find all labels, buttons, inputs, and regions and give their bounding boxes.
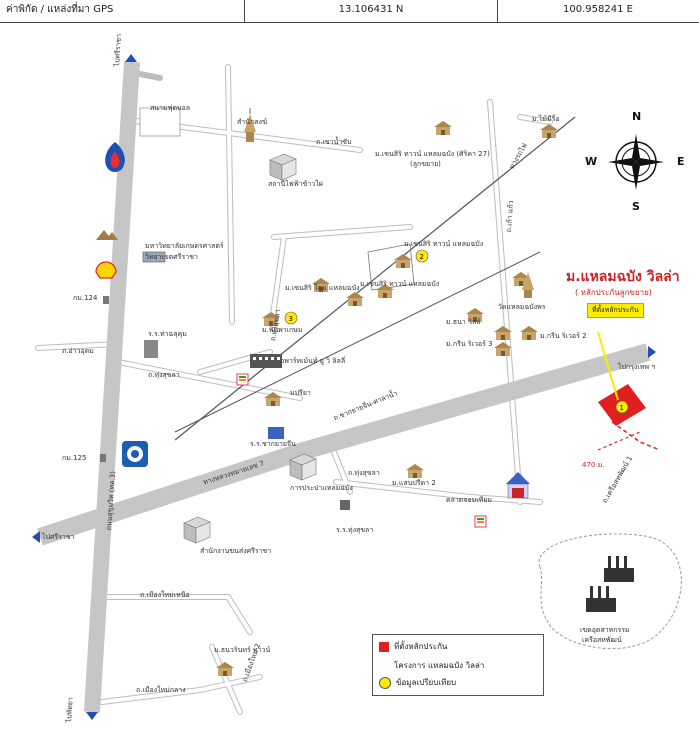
- road-to-sriracha: ไปศรีราชา: [112, 33, 124, 67]
- compass-icon: [608, 134, 664, 190]
- motorway-7: [37, 343, 651, 546]
- longitude-value: 100.958241 E: [563, 4, 633, 15]
- bank-logo-icon: [96, 230, 118, 240]
- shell-logo-icon: [95, 261, 117, 279]
- site-callout: ที่ตั้งหลักประกัน: [587, 303, 644, 318]
- label-kasetsart-2: วิทยาเขตศรีราชา: [145, 253, 198, 261]
- label-ban-senasiri-town3: ม.เซนสิริ ทาวน์ แหลมฉบัง (ศิริคา 27): [375, 150, 490, 158]
- apartment-icon: [250, 354, 282, 368]
- temple-icon: [244, 108, 256, 142]
- road-ao-udom: ถ.อ่าวอุดม: [62, 347, 94, 355]
- label-ban-maimisue: ม.ไม้มีรื่อ: [532, 115, 560, 123]
- compass-e: E: [677, 155, 685, 168]
- gps-label: ค่าพิกัด / แหล่งที่มา GPS: [6, 4, 114, 15]
- sukhumvit-road: [84, 61, 140, 713]
- legend-site-swatch: [379, 641, 389, 652]
- label-temple1: สำนักสงฆ์: [237, 118, 268, 126]
- label-industrial-1: เขตอุตสาหกรรม: [580, 626, 630, 634]
- label-ban-sabaipriya2: ม.แสนปรีดา 2: [392, 479, 436, 487]
- label-school2: ร.ร.ชากยายจีน: [250, 440, 296, 448]
- label-mabpriya: มปรียา: [290, 389, 311, 397]
- label-kasetsart-1: มหาวิทยาลัยเกษตรศาสตร์: [145, 242, 224, 250]
- label-apartment: อพาร์ทเม้นท์ ยู วิ ลิลลี่: [280, 357, 346, 365]
- compass-w: W: [585, 155, 598, 168]
- label-water: การประปาแหลมฉบัง: [290, 484, 353, 492]
- road-to-bangkok: ไปกรุงเทพ ฯ: [618, 363, 656, 371]
- marker-3: [284, 311, 298, 325]
- svg-text:3: 3: [289, 315, 293, 323]
- road-khaonamsap: ถ.เขาน้ำซับ: [316, 138, 352, 146]
- latitude-value: 13.106431 N: [244, 0, 498, 22]
- label-ban-pipha: ม.พิมพาเกษม: [262, 326, 303, 334]
- label-ban-greenriver3: ม.กรีน ริเวอร์ 3: [446, 340, 493, 348]
- factory-icon: [604, 556, 634, 582]
- road-to-chonburi: ไปศรีราชา: [42, 533, 75, 541]
- compass-n: N: [632, 110, 642, 123]
- coordinate-header: ค่าพิกัด / แหล่งที่มา GPS 13.106431 N 10…: [0, 0, 699, 23]
- road-thungsukhla-2: ถ.ทุ่งสุขลา: [348, 469, 380, 477]
- arrow-west: [32, 531, 40, 543]
- marker-1: [615, 400, 629, 414]
- label-temple2: วัดแหลมฉบังพร: [498, 303, 546, 311]
- label-km124: กม.124: [73, 294, 98, 302]
- svg-text:1: 1: [620, 404, 624, 412]
- label-ban-senasiri-town2: ม.เซนสิริ ทาวน์ แหลมฉบัง: [360, 280, 440, 288]
- stadium-box: [139, 107, 181, 137]
- label-ban-greenriver2: ม.กรีน ริเวอร์ 2: [540, 332, 587, 340]
- legend-compare: ข้อมูลเปรียบเทียบ: [379, 676, 456, 689]
- project-subtitle: ( หลักประกันลูกขยาย): [575, 288, 652, 297]
- km-post-125: [100, 454, 106, 462]
- marker-2: [415, 249, 429, 263]
- map-legend: ที่ตั้งหลักประกัน โครงการ แหลมฉบัง วิลล่…: [372, 634, 544, 696]
- label-stadium: สนามฟุตบอล: [150, 104, 191, 112]
- krungthai-logo-icon: [122, 441, 148, 467]
- school-icon: [144, 340, 158, 358]
- university-icon: [142, 251, 166, 263]
- compare-zone: [367, 243, 415, 291]
- svg-text:2: 2: [420, 253, 424, 261]
- label-ban-senasiri-home: ม.เซนสิริ โฮม แหลมฉบัง: [285, 284, 360, 292]
- project-title: ม.แหลมฉบัง วิลล่า: [566, 269, 680, 285]
- market-icon: [506, 472, 530, 499]
- label-office: สำนักงานขนส่งศรีราชา: [200, 547, 272, 555]
- road-thungsukhla: ถ.ทุ่งสุขลา: [148, 371, 180, 379]
- school-icon-3: [340, 500, 350, 510]
- label-ban-thanavil: ม.ธนา วิลล์: [446, 318, 481, 326]
- site-route: [611, 421, 661, 451]
- road-to-pattaya: ไปพัทยา: [64, 696, 75, 723]
- label-ban-thanvarin: ม.ธนวรินทร์ ทาวน์: [214, 646, 271, 654]
- arrow-south: [86, 712, 98, 720]
- label-ban-senasiri-town3b: (ลูกขยาย): [410, 160, 441, 168]
- label-school1: ร.ร.ท่าฉลุคุม: [148, 330, 187, 338]
- location-map: 1 2 3: [32, 54, 682, 720]
- industrial-zone: [538, 533, 682, 650]
- label-school3: ร.ร.ทุ่งสุขลา: [336, 526, 374, 534]
- legend-project: โครงการ แหลมฉบัง วิลล่า: [394, 661, 485, 670]
- road-kasa: ถ.เก้า แก้ว: [504, 200, 516, 233]
- label-ban-senasiri-town1: ม.เซนสิริ ทาวน์ แหลมฉบัง: [404, 240, 484, 248]
- road-muang-mai-klang: ถ.เมืองใหม่กลาง: [136, 686, 186, 694]
- temple-icon-2: [522, 272, 534, 298]
- railway-line: [174, 116, 576, 441]
- legend-compare-swatch: [379, 676, 391, 689]
- road-muang-mai-nua: ถ.เมืองใหม่เหนือ: [140, 591, 190, 599]
- arrow-north: [125, 54, 137, 62]
- ptt-logo-icon: [105, 142, 125, 172]
- school-icon-2: [268, 427, 284, 439]
- legend-site: ที่ตั้งหลักประกัน: [379, 640, 447, 653]
- factory-icon-2: [586, 586, 616, 612]
- distance-label: 470 ม.: [582, 461, 605, 469]
- label-km125: กม.125: [62, 454, 87, 462]
- arrow-east: [648, 346, 656, 358]
- compass-s: S: [632, 200, 640, 213]
- label-market: ตลาดจอมเทียม: [446, 496, 492, 504]
- km-post-124: [103, 296, 109, 304]
- label-industrial-2: เครือสหพัฒน์: [582, 636, 622, 644]
- label-power: สถานีไฟฟ้าข้าวไผ่: [268, 180, 323, 188]
